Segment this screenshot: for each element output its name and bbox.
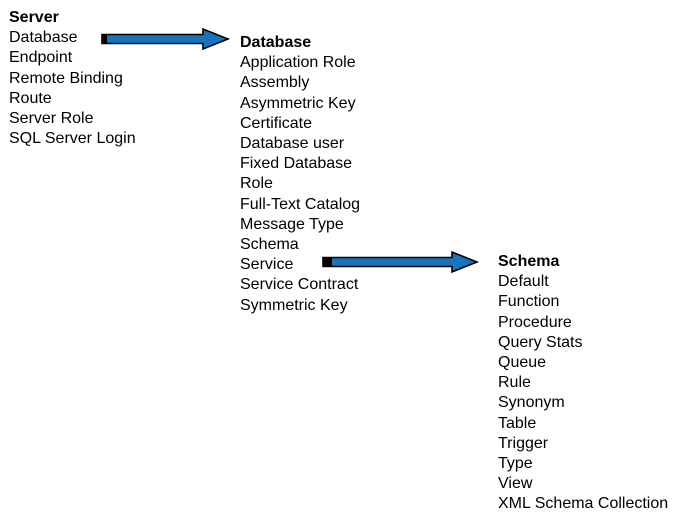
arrow-tail [323,257,332,267]
list-item: Rule [498,374,531,392]
list-item: Queue [498,354,547,372]
server-header: Server [9,9,59,26]
arrow-tail [102,34,107,44]
list-item: Table [498,414,537,432]
list-item: Assembly [240,74,310,92]
server-items: Database Endpoint Remote Binding Route S… [9,28,136,149]
list-item: Database [9,29,78,47]
schema-items: Default Function Procedure Query Stats Q… [498,272,668,514]
list-item: Endpoint [9,49,73,67]
list-item: Role [240,175,273,193]
arrow-database-icon [101,27,231,51]
list-item: Fixed Database [240,155,353,173]
list-item: Database user [240,135,345,153]
database-list: Database Application Role Assembly Asymm… [240,33,360,316]
list-item: Function [498,293,560,311]
list-item: Message Type [240,215,344,233]
list-item: Full-Text Catalog [240,195,361,213]
list-item: SQL Server Login [9,130,136,148]
list-item: Type [498,455,533,473]
list-item: Route [9,89,52,107]
arrow-shape [322,250,480,274]
schema-header: Schema [498,253,560,270]
list-item: Query Stats [498,333,583,351]
list-item: Certificate [240,114,313,132]
list-item: View [498,475,533,493]
list-item: Application Role [240,54,356,72]
list-item: Default [498,273,549,291]
arrow-shape [101,27,231,51]
schema-list: Schema Default Function Procedure Query … [498,252,668,515]
list-item: Service Contract [240,276,359,294]
arrow-schema-icon [322,250,480,274]
list-item: Synonym [498,394,565,412]
list-item: Asymmetric Key [240,94,356,112]
list-item: Procedure [498,313,572,331]
list-item: Service [240,256,294,274]
list-item: Schema [240,236,299,254]
database-header: Database [240,34,312,51]
list-item: Symmetric Key [240,296,348,314]
list-item: Remote Binding [9,69,123,87]
server-list: Server Database Endpoint Remote Binding … [9,8,136,149]
database-items: Application Role Assembly Asymmetric Key… [240,53,360,316]
list-item: Server Role [9,110,94,128]
list-item: Trigger [498,434,549,452]
list-item: XML Schema Collection [498,495,669,513]
